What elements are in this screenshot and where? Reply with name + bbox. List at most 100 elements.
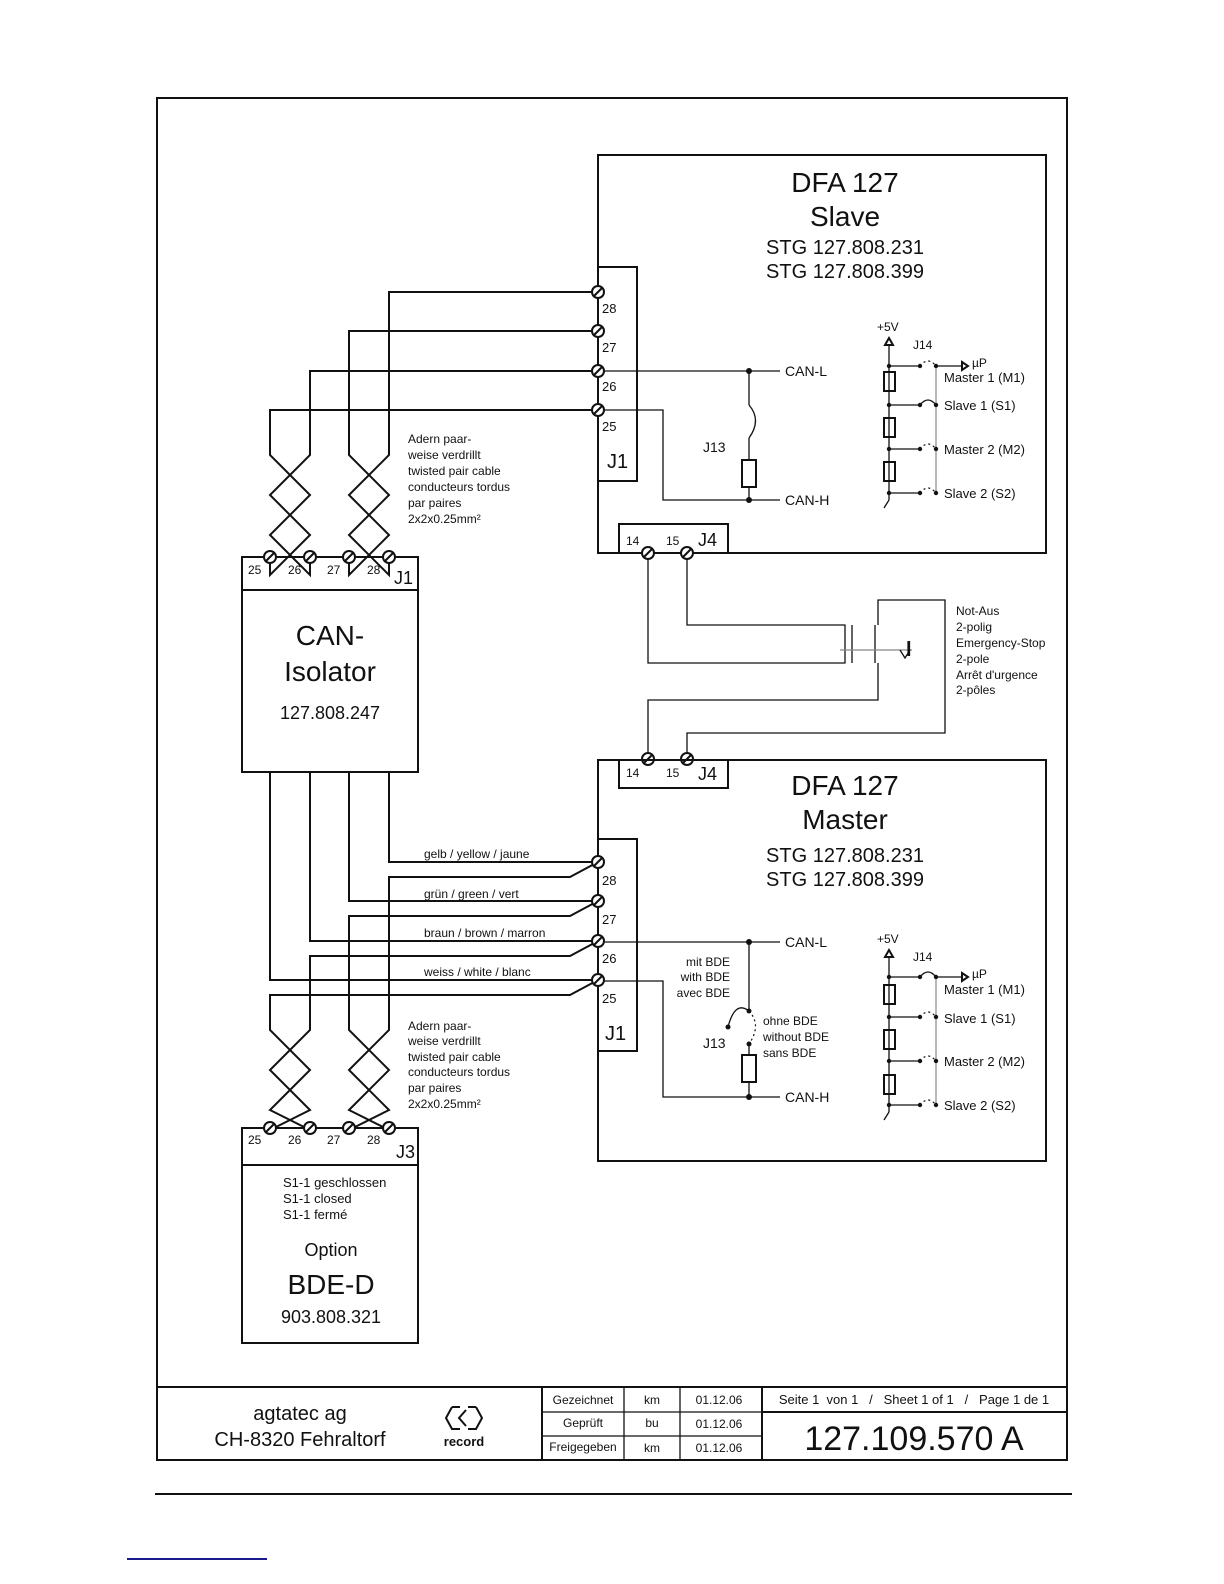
svg-text:S1-1 geschlossen: S1-1 geschlossen <box>283 1175 386 1190</box>
svg-text:903.808.321: 903.808.321 <box>281 1307 381 1327</box>
svg-text:01.12.06: 01.12.06 <box>696 1417 743 1431</box>
drawing-frame <box>156 97 1068 1461</box>
footer-link[interactable] <box>127 1558 267 1560</box>
svg-text:Master 2 (M2): Master 2 (M2) <box>944 1054 1025 1069</box>
svg-text:Isolator: Isolator <box>284 656 376 687</box>
slave-pin-25: 25 <box>602 419 616 434</box>
svg-text:2-pôles: 2-pôles <box>956 683 995 697</box>
master-role: Master <box>802 804 888 835</box>
svg-text:J14: J14 <box>913 950 933 964</box>
svg-text:28: 28 <box>367 1133 381 1147</box>
slave-j1-connector <box>598 266 638 482</box>
slave-j4-pin14: 14 <box>626 534 640 548</box>
slave-5v-label: +5V <box>877 320 899 334</box>
master-j14-ladder: +5V J14 µP Ma <box>877 932 1025 1121</box>
svg-text:Freigegeben: Freigegeben <box>549 1440 616 1454</box>
svg-text:weise verdrillt: weise verdrillt <box>407 448 481 462</box>
svg-text:26: 26 <box>288 563 302 577</box>
svg-text:CAN-L: CAN-L <box>785 934 827 950</box>
slave-j1-label: J1 <box>607 451 628 473</box>
emergency-stop: l Not-Aus 2-polig Emergency-Stop 2-pole … <box>647 553 1046 759</box>
slave-role: Slave <box>810 201 880 232</box>
slave-can-h: CAN-H <box>785 492 829 508</box>
svg-text:27: 27 <box>602 912 616 927</box>
slave-j14-s2: Slave 2 (S2) <box>944 486 1016 501</box>
svg-text:28: 28 <box>367 563 381 577</box>
svg-text:km: km <box>644 1441 660 1455</box>
isolator-to-slave-wires <box>268 291 598 578</box>
sheet-info: Seite 1 von 1 / Sheet 1 of 1 / Page 1 de… <box>779 1392 1049 1407</box>
svg-text:25: 25 <box>602 991 616 1006</box>
svg-text:STG 127.808.399: STG 127.808.399 <box>766 869 924 891</box>
svg-text:15: 15 <box>666 766 680 780</box>
svg-text:with BDE: with BDE <box>680 970 730 984</box>
record-logo-icon <box>444 1406 484 1430</box>
master-unit: 14 15 J4 DFA 127 Master STG 127.808.231 … <box>597 759 1047 1162</box>
svg-text:2x2x0.25mm²: 2x2x0.25mm² <box>408 512 481 526</box>
wire-green-label: grün / green / vert <box>424 887 519 901</box>
slave-j14-ladder: +5V J14 µP Ma <box>877 320 1025 509</box>
slave-pin-28: 28 <box>602 301 616 316</box>
svg-text:Geprüft: Geprüft <box>563 1416 604 1430</box>
svg-text:sans BDE: sans BDE <box>763 1046 816 1060</box>
svg-text:Slave 2 (S2): Slave 2 (S2) <box>944 1098 1016 1113</box>
svg-text:par paires: par paires <box>408 1081 461 1095</box>
svg-text:J13: J13 <box>703 1035 726 1051</box>
svg-text:S1-1 closed: S1-1 closed <box>283 1191 352 1206</box>
slave-j13-jumper <box>748 404 757 439</box>
svg-text:27: 27 <box>327 1133 341 1147</box>
svg-text:+5V: +5V <box>877 932 899 946</box>
svg-text:25: 25 <box>248 1133 262 1147</box>
svg-text:Arrêt d'urgence: Arrêt d'urgence <box>956 668 1038 682</box>
slave-j14-m1: Master 1 (M1) <box>944 370 1025 385</box>
slave-up-label: µP <box>972 356 987 370</box>
svg-text:par paires: par paires <box>408 496 461 510</box>
wire-brown-label: braun / brown / marron <box>424 926 545 940</box>
svg-text:J1: J1 <box>394 568 413 588</box>
svg-text:avec BDE: avec BDE <box>677 986 730 1000</box>
svg-text:J3: J3 <box>396 1142 415 1162</box>
can-isolator: 25 26 27 28 J1 CAN- Isolator 127.808.247 <box>241 556 419 773</box>
wire-yellow-label: gelb / yellow / jaune <box>424 847 530 861</box>
svg-text:record: record <box>444 1434 485 1449</box>
svg-text:J4: J4 <box>698 764 717 784</box>
can-isolator-part-no: 127.808.247 <box>280 703 380 723</box>
svg-text:26: 26 <box>602 951 616 966</box>
company-address: CH-8320 Fehraltorf <box>214 1429 386 1451</box>
slave-pin-26: 26 <box>602 379 616 394</box>
slave-resistor <box>741 459 757 488</box>
svg-text:14: 14 <box>626 766 640 780</box>
footer-rule <box>155 1493 1072 1495</box>
bde-title: BDE-D <box>287 1269 374 1300</box>
svg-text:01.12.06: 01.12.06 <box>696 1393 743 1407</box>
svg-text:Master 1 (M1): Master 1 (M1) <box>944 982 1025 997</box>
slave-pin-27: 27 <box>602 340 616 355</box>
title-block: agtatec ag CH-8320 Fehraltorf record Gez… <box>214 1387 1067 1460</box>
slave-j4-label: J4 <box>698 530 717 550</box>
svg-text:CAN-H: CAN-H <box>785 1089 829 1105</box>
svg-text:µP: µP <box>972 967 987 981</box>
master-title: DFA 127 <box>791 770 898 801</box>
company-name: agtatec ag <box>253 1403 346 1425</box>
slave-title: DFA 127 <box>791 167 898 198</box>
svg-text:Emergency-Stop: Emergency-Stop <box>956 636 1046 650</box>
svg-text:bu: bu <box>645 1416 658 1430</box>
svg-text:Adern paar-: Adern paar- <box>408 432 471 446</box>
svg-text:ohne BDE: ohne BDE <box>763 1014 818 1028</box>
svg-text:STG 127.808.231: STG 127.808.231 <box>766 845 924 867</box>
slave-j13-label: J13 <box>703 439 726 455</box>
svg-text:25: 25 <box>248 563 262 577</box>
slave-j4-connector <box>618 523 729 553</box>
svg-text:mit BDE: mit BDE <box>686 955 730 969</box>
svg-text:2x2x0.25mm²: 2x2x0.25mm² <box>408 1097 481 1111</box>
slave-j14-label: J14 <box>913 338 933 352</box>
can-isolator-title: CAN- <box>296 620 364 651</box>
svg-text:twisted pair cable: twisted pair cable <box>408 464 501 478</box>
slave-j4-pin15: 15 <box>666 534 680 548</box>
cable-note-top: Adern paar- weise verdrillt twisted pair… <box>407 432 510 526</box>
svg-text:S1-1 fermé: S1-1 fermé <box>283 1207 347 1222</box>
svg-text:conducteurs tordus: conducteurs tordus <box>408 480 510 494</box>
svg-text:2-pole: 2-pole <box>956 652 990 666</box>
svg-text:Option: Option <box>304 1240 357 1260</box>
